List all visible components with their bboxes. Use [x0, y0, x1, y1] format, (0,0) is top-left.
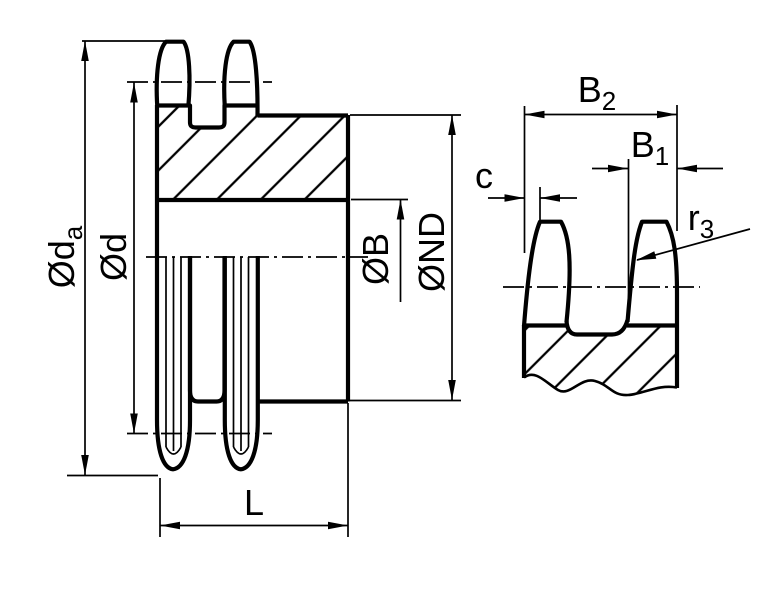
l-arrow-left	[160, 521, 180, 530]
top-tooth-profile-row1	[154, 39, 192, 108]
nd-arrow-up	[448, 115, 456, 135]
dimension-length-l: L	[159, 403, 349, 537]
detail-tooth-gap	[564, 319, 630, 337]
dimension-b2: B2	[523, 69, 678, 253]
dimension-bore-b: ØB	[351, 198, 408, 302]
dimension-b1: B1	[592, 124, 723, 320]
dim-label-c: c	[475, 155, 493, 196]
dim-label-r3: r3	[688, 197, 714, 244]
bottom-tooth-row2-edges	[232, 257, 250, 455]
dim-label-bore-b: ØB	[355, 233, 396, 285]
dim-label-length-l: L	[244, 482, 264, 523]
dimension-c: c	[475, 155, 577, 220]
nd-arrow-down	[448, 380, 456, 400]
b1-arrow-right	[677, 164, 697, 173]
detail-hatch-fill	[524, 326, 677, 396]
dim-label-da: Øda	[41, 225, 88, 288]
r3-arrowhead	[636, 251, 657, 261]
d-arrow-up	[130, 82, 138, 103]
c-arrow-left	[504, 194, 525, 202]
da-arrow-up	[81, 41, 89, 61]
c-arrow-right	[540, 194, 560, 202]
b1-arrow-left	[608, 164, 628, 173]
l-arrow-right	[328, 521, 348, 530]
b2-arrow-left	[524, 110, 545, 119]
rim-top-outline	[157, 103, 256, 130]
inter-row-recess	[187, 257, 227, 404]
dim-label-d: Ød	[93, 233, 134, 281]
dimension-nd: ØND	[350, 114, 461, 402]
dimension-da: Øda	[41, 40, 167, 477]
dimension-r3: r3	[636, 197, 751, 261]
dimension-d: Ød	[93, 82, 138, 434]
right-view-tooth-detail	[503, 219, 700, 397]
da-arrow-down	[81, 455, 89, 475]
bottom-tooth-row1-edges	[165, 257, 182, 455]
b-arrow-up	[396, 199, 405, 220]
rim-hatch-fill	[157, 106, 348, 199]
left-view-section	[127, 39, 368, 472]
bottom-tooth-row2-outline	[222, 256, 260, 472]
dim-label-b2: B2	[578, 69, 616, 116]
b2-arrow-right	[657, 110, 677, 119]
detail-tooth-left-profile	[521, 219, 572, 327]
dim-label-nd: ØND	[411, 212, 452, 292]
bottom-tooth-row1-outline	[154, 256, 193, 472]
d-arrow-down	[130, 413, 138, 434]
r3-leader-line	[636, 228, 751, 261]
top-tooth-profile-row2	[222, 39, 260, 117]
detail-tooth-right-profile	[625, 219, 680, 388]
detail-break-line	[523, 373, 678, 397]
dim-label-b1: B1	[631, 124, 669, 171]
